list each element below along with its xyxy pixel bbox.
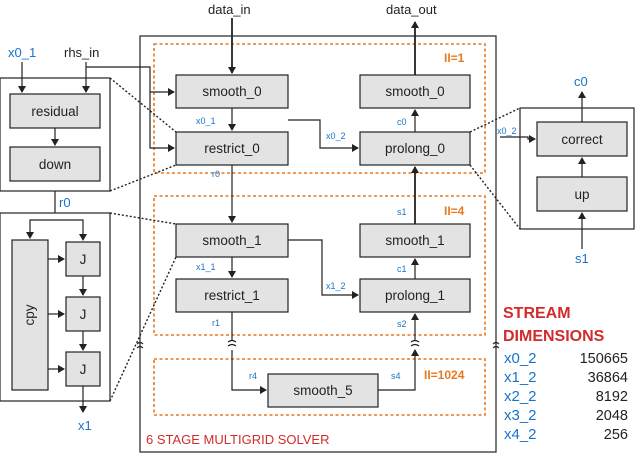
x1-2-wire bbox=[288, 239, 359, 299]
up-label: up bbox=[574, 187, 589, 202]
legend-key-3: x3_2 bbox=[504, 407, 537, 424]
x0-2-into-correct-wire bbox=[500, 135, 536, 143]
legend-key-0: x0_2 bbox=[504, 350, 537, 367]
legend-key-2: x2_2 bbox=[504, 388, 537, 405]
legend-key-1: x1_2 bbox=[504, 369, 537, 386]
legend-value-3: 2048 bbox=[596, 408, 628, 424]
s1-input-label: s1 bbox=[575, 251, 589, 266]
break-mark-frame-left bbox=[136, 341, 144, 349]
callout-jacobi-top bbox=[109, 212, 177, 225]
c0-output-label: c0 bbox=[574, 74, 588, 89]
legend-value-1: 36864 bbox=[588, 370, 628, 386]
jacobi-block-3 bbox=[65, 351, 101, 387]
smooth-0-down-label: smooth_0 bbox=[202, 84, 261, 99]
correct-block bbox=[536, 121, 628, 157]
data-out-label: data_out bbox=[386, 2, 437, 17]
prolong-1-label: prolong_1 bbox=[385, 288, 445, 303]
r0-to-j1-wire bbox=[55, 219, 87, 241]
sig-c0: c0 bbox=[397, 117, 407, 127]
stage-group-ii1024 bbox=[153, 358, 486, 416]
x1-output-label: x1 bbox=[78, 418, 92, 433]
stage-group-ii1 bbox=[153, 43, 486, 174]
right-module-frame bbox=[519, 107, 635, 230]
residual-label: residual bbox=[31, 104, 78, 119]
down-block bbox=[9, 146, 101, 182]
correct-label: correct bbox=[561, 132, 603, 147]
solver-frame bbox=[139, 35, 497, 453]
smooth-1-down-block bbox=[175, 223, 289, 258]
prolong-0-label: prolong_0 bbox=[385, 141, 445, 156]
restrict-1-block bbox=[175, 278, 289, 313]
down-label: down bbox=[39, 157, 71, 172]
x0-1-input-label: x0_1 bbox=[8, 45, 36, 60]
restrict-1-label: restrict_1 bbox=[204, 288, 260, 303]
sig-r1: r1 bbox=[212, 318, 220, 328]
ii1024-label: II=1024 bbox=[424, 368, 465, 382]
prolong-1-block bbox=[359, 278, 471, 313]
jacobi-module-frame bbox=[0, 212, 111, 402]
sig-c1: c1 bbox=[397, 264, 407, 274]
legend-value-2: 8192 bbox=[596, 389, 628, 405]
smooth-1-down-label: smooth_1 bbox=[202, 233, 261, 248]
callout-right-top bbox=[469, 107, 521, 133]
smooth-5-block bbox=[267, 373, 379, 408]
s4-wire bbox=[378, 349, 419, 391]
smooth-0-down-block bbox=[175, 74, 289, 109]
sig-x1-1: x1_1 bbox=[196, 262, 216, 272]
right-x0-2-label: x0_2 bbox=[497, 126, 517, 136]
ii1-label: II=1 bbox=[444, 51, 465, 65]
r4-wire bbox=[231, 350, 267, 394]
sig-x0-2: x0_2 bbox=[326, 131, 346, 141]
restrict-0-block bbox=[175, 131, 289, 166]
smooth-0-up-block bbox=[359, 74, 471, 109]
sig-s2: s2 bbox=[397, 319, 407, 329]
legend-value-4: 256 bbox=[604, 427, 628, 443]
sig-x0-1: x0_1 bbox=[196, 116, 216, 126]
smooth-1-up-block bbox=[359, 223, 471, 258]
smooth-1-up-label: smooth_1 bbox=[385, 233, 444, 248]
cpy-label: cpy bbox=[22, 304, 37, 325]
legend-value-0: 150665 bbox=[580, 351, 628, 367]
x0-2-wire bbox=[288, 119, 359, 152]
rhs-to-smooth0-wire bbox=[142, 66, 175, 96]
legend-title-1: STREAM bbox=[503, 305, 571, 322]
sig-r0: r0 bbox=[212, 169, 220, 179]
smooth-5-label: smooth_5 bbox=[293, 383, 352, 398]
jacobi-block-2 bbox=[65, 296, 101, 332]
jacobi-label-1: J bbox=[80, 252, 87, 267]
break-mark-frame-right bbox=[492, 341, 500, 349]
jacobi-label-2: J bbox=[80, 307, 87, 322]
up-block bbox=[536, 176, 628, 212]
legend-title-2: DIMENSIONS bbox=[503, 328, 605, 345]
callout-left-bottom bbox=[109, 164, 177, 192]
sig-r4: r4 bbox=[249, 371, 257, 381]
data-in-label: data_in bbox=[208, 2, 251, 17]
jacobi-label-3: J bbox=[80, 362, 87, 377]
sig-s1: s1 bbox=[397, 207, 407, 217]
stage-group-ii4 bbox=[153, 195, 486, 336]
r0-output-label: r0 bbox=[59, 195, 71, 210]
callout-jacobi-bottom bbox=[109, 256, 177, 402]
rhs-to-restrict0-wire bbox=[149, 92, 175, 152]
break-mark-right bbox=[410, 339, 420, 347]
cpy-block bbox=[11, 239, 49, 391]
ii4-label: II=4 bbox=[444, 204, 465, 218]
callout-right-bottom bbox=[469, 164, 521, 230]
smooth-0-up-label: smooth_0 bbox=[385, 84, 444, 99]
sig-x1-2: x1_2 bbox=[326, 281, 346, 291]
solver-title: 6 STAGE MULTIGRID SOLVER bbox=[146, 432, 329, 447]
r0-to-cpy-wire bbox=[26, 219, 55, 239]
break-mark-left bbox=[227, 339, 237, 347]
prolong-0-block bbox=[359, 131, 471, 166]
restrict-0-label: restrict_0 bbox=[204, 141, 260, 156]
sig-s4: s4 bbox=[391, 371, 401, 381]
rhs-in-label: rhs_in bbox=[64, 45, 99, 60]
callout-left-top bbox=[109, 77, 177, 133]
legend-key-4: x4_2 bbox=[504, 426, 537, 443]
